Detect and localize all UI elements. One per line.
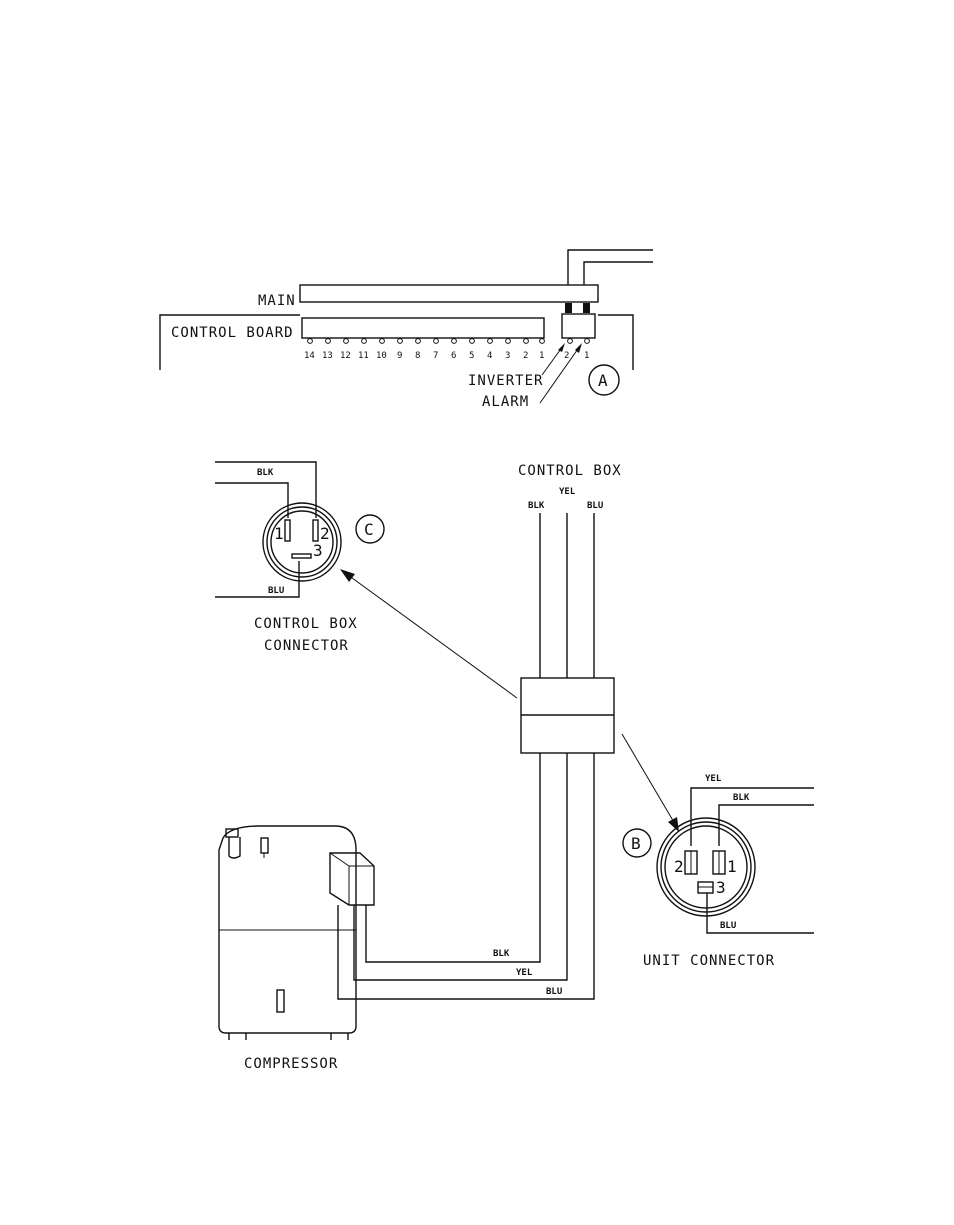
terminal-strip: [302, 318, 544, 338]
pin-number: 7: [433, 351, 438, 361]
compressor: BLK YEL BLU COMPRESSOR: [219, 826, 562, 1072]
pin-number: 2: [523, 351, 528, 361]
pin-3-blade: [292, 554, 311, 558]
pin-number: 4: [487, 351, 492, 361]
pin-number: 8: [415, 351, 420, 361]
control-box-connector: 1 2 3 BLK BLU C CONTROL BOX CONNECTOR: [215, 462, 384, 654]
wire-label-blu: BLU: [720, 921, 736, 931]
pin-1-blade: [285, 520, 290, 541]
wire-label-yel: YEL: [559, 487, 576, 497]
compressor-label: COMPRESSOR: [244, 1056, 338, 1072]
pin-2-blade: [313, 520, 318, 541]
alarm-connector: [562, 314, 595, 338]
unit-connector-label: UNIT CONNECTOR: [643, 953, 775, 969]
pin-number: 3: [505, 351, 510, 361]
control-board-label: CONTROL BOARD: [171, 325, 294, 341]
pin-number: 9: [397, 351, 402, 361]
fitting-small: [261, 838, 268, 853]
callout-b: B: [631, 834, 641, 853]
fitting-lower: [277, 990, 284, 1012]
inverter-alarm-arrows: [540, 343, 582, 403]
control-box-connector-label-1: CONTROL BOX: [254, 616, 358, 632]
alarm-label: ALARM: [482, 394, 529, 410]
pin-number: 5: [469, 351, 474, 361]
wire-label-blk: BLK: [733, 793, 750, 803]
wire-label-blk: BLK: [257, 468, 274, 478]
alarm-pin-number: 1: [584, 351, 589, 361]
terminal-pin-circles: [308, 339, 590, 344]
wire-label-yel: YEL: [705, 774, 722, 784]
pin-number: 14: [304, 351, 315, 361]
wire-label-blu: BLU: [268, 586, 284, 596]
control-box-connector-label-2: CONNECTOR: [264, 638, 349, 654]
wire-label-blu: BLU: [587, 501, 603, 511]
wire-label-yel: YEL: [516, 968, 533, 978]
pin-1-label: 1: [274, 524, 284, 543]
pin-number: 1: [539, 351, 544, 361]
pin-2-label: 2: [674, 857, 684, 876]
control-box-cable: CONTROL BOX BLK YEL BLU: [338, 463, 679, 999]
pin-number: 10: [376, 351, 387, 361]
pin-3-label: 3: [716, 878, 726, 897]
callout-a: A: [598, 371, 608, 390]
arrow-to-c: [340, 569, 355, 582]
unit-connector: 2 1 3 YEL BLK BLU B UNIT CONNECTOR: [623, 774, 814, 969]
pin-1-label: 1: [727, 857, 737, 876]
plug-1: [565, 303, 572, 313]
alarm-pin-number: 2: [564, 351, 569, 361]
pin-number: 6: [451, 351, 456, 361]
main-control-board: MAIN CONTROL BOARD 14 13 12 11 10 9 8 7 …: [160, 250, 653, 410]
main-label: MAIN: [258, 293, 296, 309]
terminal-box: [330, 853, 374, 905]
wire-label-blu: BLU: [546, 987, 562, 997]
wire-label-blk: BLK: [493, 949, 510, 959]
pin-number: 12: [340, 351, 351, 361]
control-box-label: CONTROL BOX: [518, 463, 622, 479]
plug-2: [583, 303, 590, 313]
pin-3-label: 3: [313, 541, 323, 560]
callout-c: C: [364, 520, 374, 539]
pin-number-row: 14 13 12 11 10 9 8 7 6 5 4 3 2 1 2 1: [304, 351, 589, 361]
pin-number: 11: [358, 351, 369, 361]
inverter-label: INVERTER: [468, 373, 543, 389]
wire-label-blk: BLK: [528, 501, 545, 511]
main-strip: [300, 285, 598, 302]
pin-number: 13: [322, 351, 333, 361]
